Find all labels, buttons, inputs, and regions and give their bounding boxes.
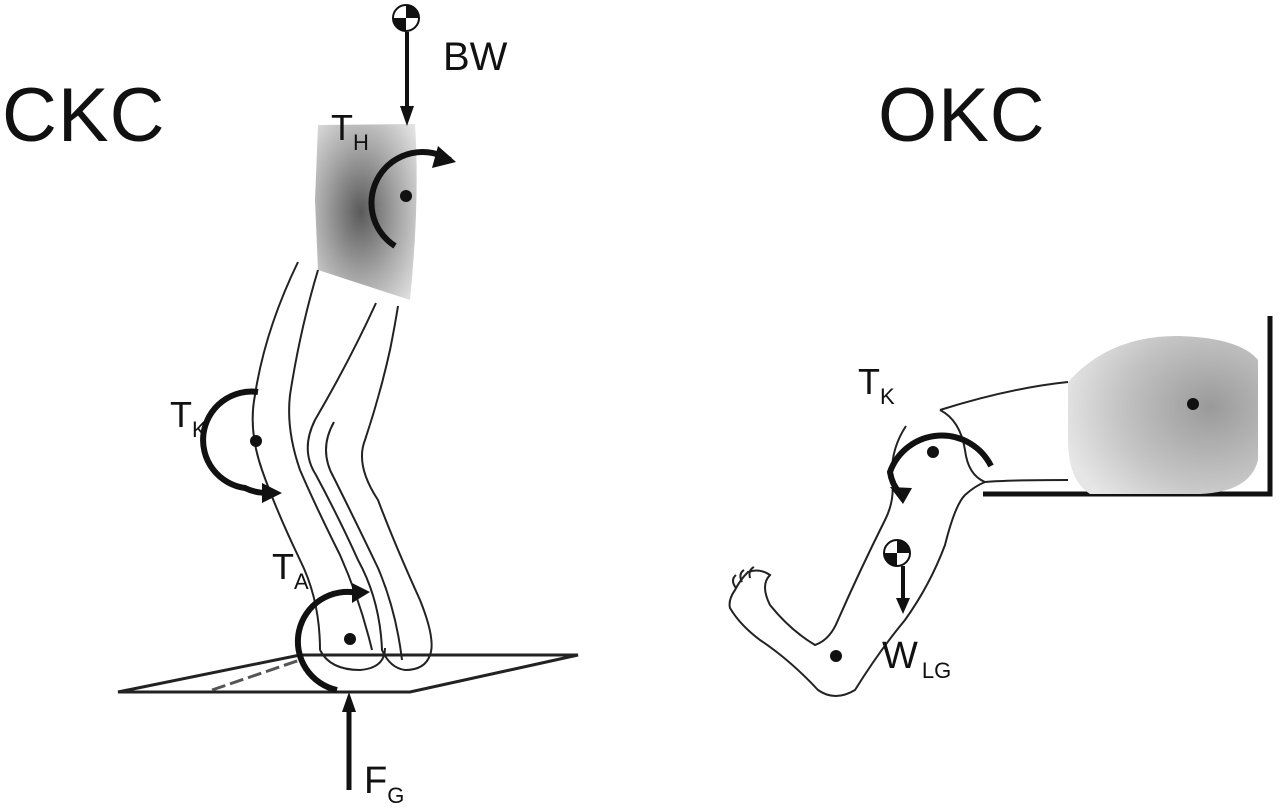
ground-force-subscript: G <box>387 783 405 808</box>
hip-torque-arrowhead <box>432 146 456 168</box>
leg-weight-cg-symbol <box>883 539 911 567</box>
knee-torque-symbol-okc: T <box>858 361 880 402</box>
seat-frame <box>983 316 1273 497</box>
hip-joint-dot <box>400 190 412 202</box>
hip-torque-subscript: H <box>353 130 369 155</box>
body-weight-cg-symbol <box>392 4 420 32</box>
knee-torque-subscript-okc: K <box>880 384 895 409</box>
ankle-torque-arrowhead <box>352 583 370 603</box>
ankle-torque-arc <box>294 588 359 693</box>
ckc-title: CKC <box>2 73 166 158</box>
knee-torque-label-ckc: TK <box>170 394 207 441</box>
leg-weight-subscript: LG <box>921 658 952 683</box>
leg-weight-arrowhead <box>896 598 910 614</box>
leg-weight-symbol: W <box>882 635 918 677</box>
okc-leg-outline <box>728 381 1069 697</box>
ground-force-symbol: F <box>364 760 388 802</box>
ankle-torque-label: TA <box>272 546 309 593</box>
ankle-torque-symbol: T <box>272 546 294 587</box>
hip-shaded-region <box>315 124 417 300</box>
hip-torque-symbol: T <box>331 107 353 148</box>
ankle-joint-dot-okc <box>830 650 842 662</box>
knee-torque-arc-ckc <box>200 388 269 496</box>
ckc-figure <box>117 4 579 790</box>
okc-title: OKC <box>878 73 1046 158</box>
knee-joint-dot-okc <box>927 446 939 458</box>
ground-force-label: FG <box>364 760 404 807</box>
hip-torque-arc <box>368 148 452 249</box>
ground-force-arrowhead <box>342 692 356 712</box>
knee-torque-arrowhead-okc <box>890 487 912 504</box>
knee-torque-arrowhead-ckc <box>262 483 282 503</box>
ground-plate <box>117 653 579 694</box>
ground-foot-line <box>211 658 301 692</box>
knee-torque-symbol-ckc: T <box>170 394 192 435</box>
ankle-torque-subscript: A <box>294 569 309 594</box>
knee-torque-label-okc: TK <box>858 361 895 408</box>
ckc-leg-outline <box>251 261 433 672</box>
body-weight-label: BW <box>443 35 508 79</box>
thigh-shaded-region <box>1068 335 1258 494</box>
okc-figure <box>728 316 1273 697</box>
body-weight-arrowhead <box>400 106 414 126</box>
knee-torque-subscript-ckc: K <box>192 417 207 442</box>
hip-joint-dot-okc <box>1187 398 1199 410</box>
hip-torque-label: TH <box>331 107 369 154</box>
knee-joint-dot-ckc <box>250 435 262 447</box>
knee-torque-arc-okc <box>886 432 994 496</box>
ankle-joint-dot <box>344 633 356 645</box>
